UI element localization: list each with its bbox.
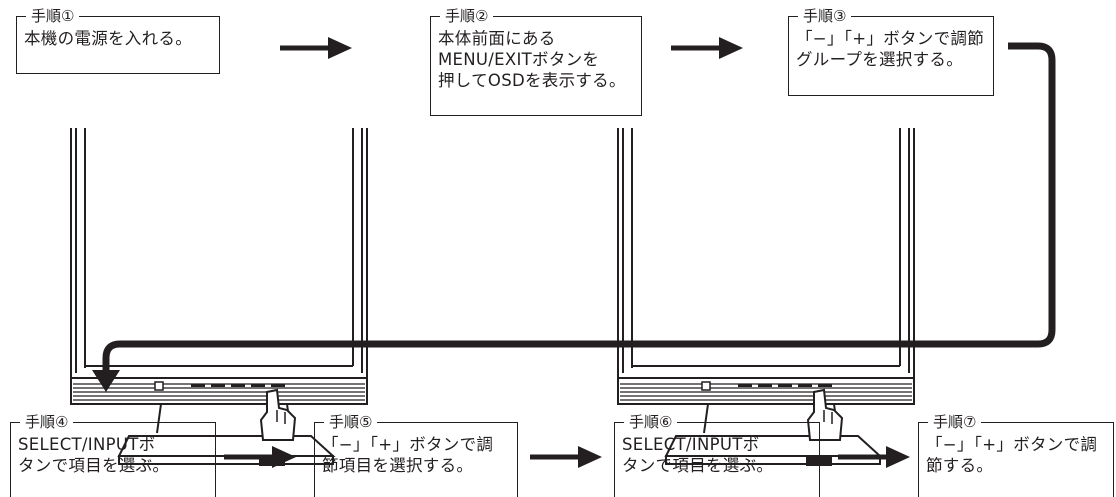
step-5-box: 手順⑤ 「−」「+」ボタンで調 節項目を選択する。 [314,410,518,497]
step-title: 手順① [26,6,80,26]
connector-arrowhead [92,370,120,392]
arrow-step2-to-step3 [671,37,743,59]
step-7-box: 手順⑦ 「−」「+」ボタンで調 節する。 [918,410,1114,497]
step-text: 「−」「+」ボタンで調 節項目を選択する。 [322,435,494,475]
arrow-step5-to-step6 [530,446,602,468]
step-4-box: 手順④ SELECT/INPUTボ タンで項目を選ぶ。 [10,410,216,497]
step-title: 手順④ [20,412,74,432]
step-title: 手順③ [798,6,852,26]
step-text: SELECT/INPUTボ タンで項目を選ぶ。 [18,435,170,475]
step-title: 手順⑦ [928,412,982,432]
step-text: 本機の電源を入れる。 [24,29,192,48]
step-title: 手順② [440,6,494,26]
step-2-box: 手順② 本体前面にある MENU/EXITボタンを 押してOSDを表示する。 [430,4,642,116]
step-text: 「−」「+」ボタンで調 節する。 [926,435,1098,475]
step-3-box: 手順③ 「−」「+」ボタンで調節 グループを選択する。 [788,4,994,96]
step-text: 「−」「+」ボタンで調節 グループを選択する。 [796,29,985,69]
step-1-box: 手順① 本機の電源を入れる。 [16,4,220,74]
step-title: 手順⑥ [624,412,678,432]
arrow-step1-to-step2 [280,37,352,59]
connector-step3-to-step4 [102,42,1056,372]
step-text: 本体前面にある MENU/EXITボタンを 押してOSDを表示する。 [438,29,626,90]
step-title: 手順⑤ [324,412,378,432]
step-6-box: 手順⑥ SELECT/INPUTボ タンで項目を選ぶ。 [614,410,820,497]
step-text: SELECT/INPUTボ タンで項目を選ぶ。 [622,435,774,475]
